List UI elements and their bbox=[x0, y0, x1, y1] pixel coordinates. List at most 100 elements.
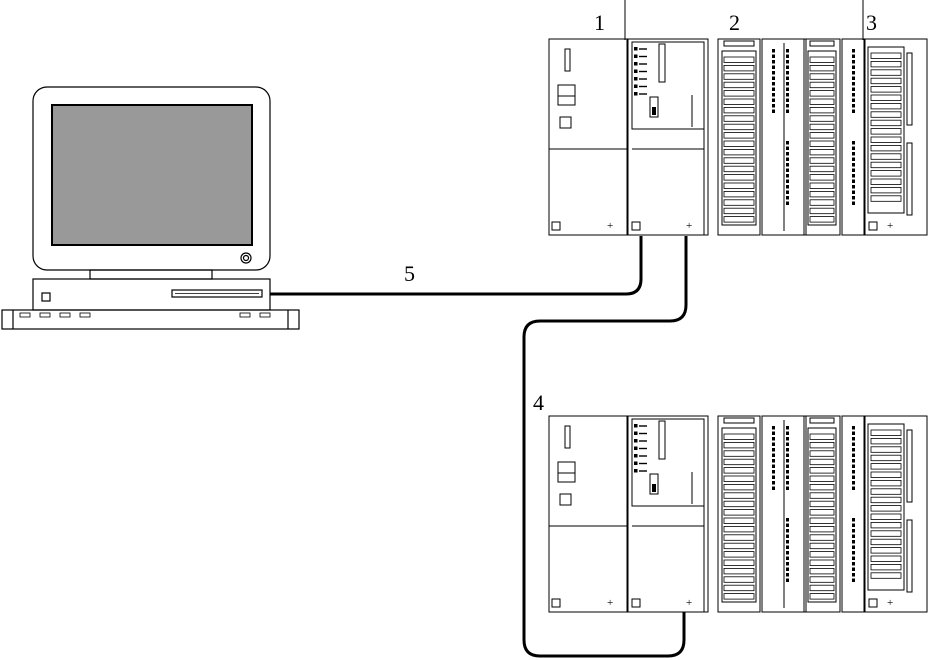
io-module-1 bbox=[717, 38, 761, 236]
io-module-1-terminal bbox=[723, 98, 755, 105]
io-led-panel-1-led bbox=[786, 475, 789, 479]
io-led-panel-2-led bbox=[852, 523, 855, 527]
interface-terminal bbox=[870, 471, 902, 478]
io-led-panel-2-led bbox=[852, 168, 855, 172]
io-led-panel-2-led bbox=[852, 481, 855, 485]
io-module-2 bbox=[803, 415, 841, 613]
io-led-panel-1-led bbox=[786, 54, 789, 58]
interface-plus-sign: + bbox=[887, 220, 893, 232]
io-module-1-terminal-block bbox=[721, 427, 757, 603]
io-led-panel-2-led bbox=[852, 540, 855, 544]
io-module-2-terminal bbox=[809, 559, 835, 566]
io-module-1-terminal bbox=[723, 81, 755, 89]
interface-connector-upper bbox=[906, 429, 913, 503]
plc-rack-upper: +++ bbox=[548, 38, 928, 236]
io-module-1-terminal bbox=[723, 207, 755, 215]
io-led-panel-2-led bbox=[852, 82, 855, 86]
io-led-panel-1-led bbox=[772, 71, 775, 75]
io-led-panel-1-led bbox=[786, 141, 789, 145]
io-module-1-terminal bbox=[723, 551, 755, 558]
interface-terminal bbox=[870, 119, 902, 127]
io-led-panel-1-led bbox=[786, 562, 789, 566]
io-led-panel-2-led bbox=[852, 196, 855, 200]
io-module-2-terminal bbox=[809, 199, 835, 206]
io-module-1-terminal bbox=[723, 90, 755, 97]
io-led-panel-1-led bbox=[786, 98, 789, 102]
io-led-panel-1-led bbox=[786, 437, 789, 441]
io-module-2-terminal bbox=[809, 90, 835, 97]
io-led-panel-1-led bbox=[786, 529, 789, 533]
io-led-panel-1-led bbox=[786, 518, 789, 522]
io-led-panel-1-led bbox=[786, 486, 789, 490]
io-led-panel-1-led bbox=[786, 60, 789, 64]
io-module-1-terminal bbox=[723, 199, 755, 206]
io-module-1-terminal bbox=[723, 73, 755, 80]
io-led-panel-1-led bbox=[772, 475, 775, 479]
key bbox=[239, 312, 251, 318]
io-led-panel-1-led bbox=[786, 104, 789, 108]
io-led-panel-1-led bbox=[786, 426, 789, 430]
interface-terminal bbox=[870, 530, 902, 537]
io-led-panel-1-led bbox=[786, 196, 789, 200]
io-module-2-top-tab bbox=[809, 40, 835, 47]
io-module-1-terminal bbox=[723, 56, 755, 63]
io-module-1-terminal bbox=[723, 115, 755, 122]
io-led-panel-1-led bbox=[786, 578, 789, 582]
cpu-status-led bbox=[634, 446, 638, 450]
key bbox=[19, 312, 31, 318]
io-module-2-terminal bbox=[809, 107, 835, 114]
cpu-status-led bbox=[634, 47, 638, 51]
computer bbox=[1, 86, 300, 330]
interface-terminal-block bbox=[867, 423, 905, 591]
io-led-panel-2-led bbox=[852, 201, 855, 205]
cpu-front-panel bbox=[631, 418, 705, 507]
io-led-panel-1-led bbox=[772, 82, 775, 86]
cpu-status-led bbox=[634, 439, 638, 443]
io-led-panel-2-led bbox=[852, 190, 855, 194]
keyboard-keys bbox=[19, 312, 271, 318]
io-led-panel-1-led bbox=[786, 442, 789, 446]
io-module-2-terminal bbox=[809, 492, 835, 499]
io-led-panel-1-led bbox=[772, 470, 775, 474]
io-module-1-terminal bbox=[723, 65, 755, 72]
io-led-panel-1-led bbox=[786, 448, 789, 452]
io-led-panel-2-led bbox=[852, 431, 855, 435]
io-led-panel-2-led bbox=[852, 437, 855, 441]
io-module-2-terminal bbox=[809, 584, 835, 592]
io-led-panel-1-led bbox=[786, 168, 789, 172]
ps-indicator bbox=[564, 425, 571, 449]
io-module-1-terminal bbox=[723, 584, 755, 592]
cpu-status-led bbox=[634, 454, 638, 458]
io-module-2 bbox=[803, 38, 841, 236]
io-led-panel-2-led bbox=[852, 545, 855, 549]
cable-pc-to-cpu bbox=[270, 236, 643, 296]
io-module-1-terminal bbox=[723, 148, 755, 156]
ps-plus-sign: + bbox=[607, 220, 613, 232]
io-led-panel-1-led bbox=[772, 453, 775, 457]
io-module-2-terminal bbox=[809, 576, 835, 583]
interface-terminal bbox=[870, 77, 902, 85]
ps-indicator bbox=[564, 48, 571, 72]
ps-switch bbox=[557, 84, 576, 106]
io-module-1-terminal bbox=[723, 526, 755, 533]
io-led-panel-1-led bbox=[786, 76, 789, 80]
io-led-panel-1-led bbox=[786, 190, 789, 194]
cpu-module bbox=[627, 38, 709, 236]
ps-socket bbox=[559, 493, 572, 506]
interface-connector-upper bbox=[906, 52, 913, 126]
cpu-module bbox=[627, 415, 709, 613]
interface-terminal bbox=[870, 538, 902, 546]
io-module-2-terminal bbox=[809, 132, 835, 139]
io-led-panel-1-led bbox=[786, 431, 789, 435]
io-led-panel-1-led bbox=[786, 93, 789, 97]
io-module-2-terminal bbox=[809, 65, 835, 72]
io-led-panel-1-led bbox=[772, 104, 775, 108]
io-module-1-terminal bbox=[723, 140, 755, 147]
io-led-panel-1-led bbox=[786, 551, 789, 555]
io-led-panel-2-led bbox=[852, 185, 855, 189]
cpu-status-led bbox=[634, 62, 638, 66]
io-led-panel-2-led bbox=[852, 453, 855, 457]
interface-terminal bbox=[870, 513, 902, 520]
callout-2: 2 bbox=[729, 10, 740, 35]
cpu-status-led bbox=[634, 431, 638, 435]
